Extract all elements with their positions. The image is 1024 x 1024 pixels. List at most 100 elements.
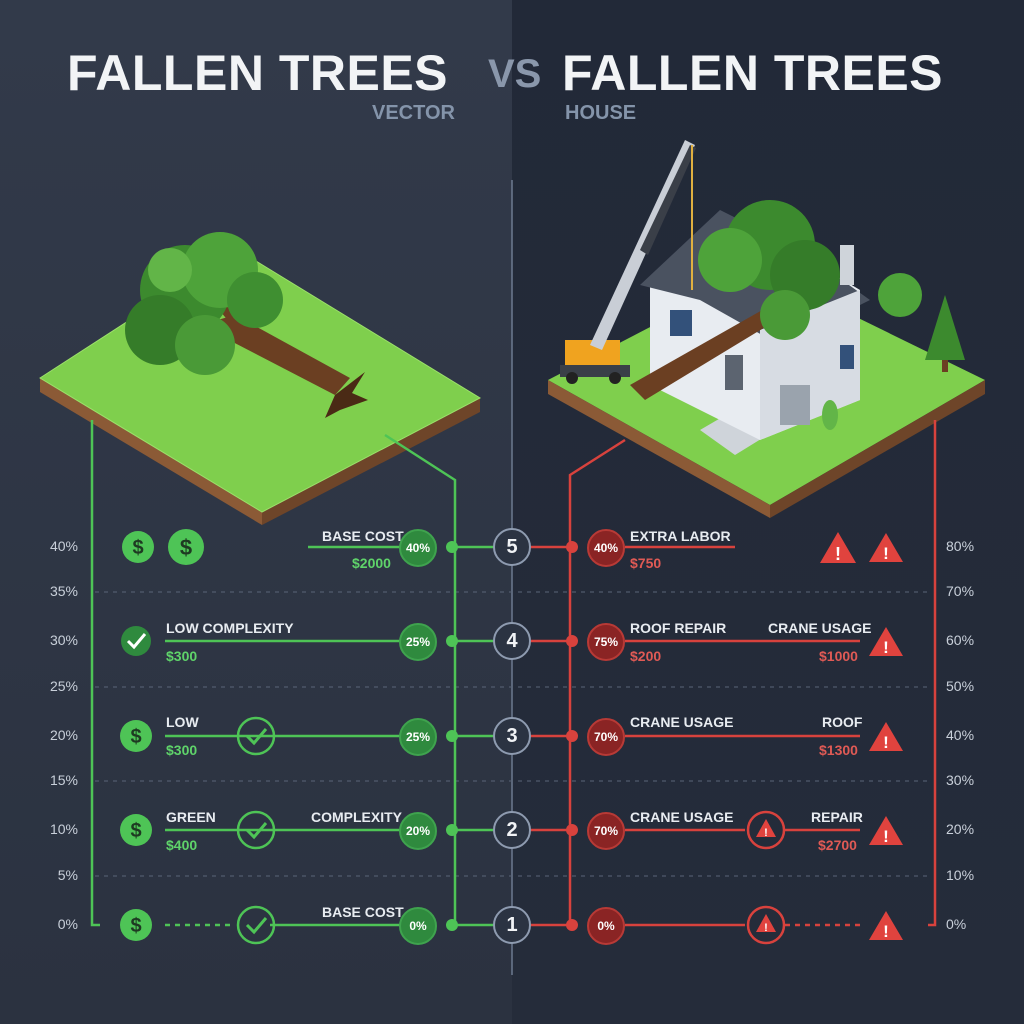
dollar-icons: $ $ $ $ $ [120,529,204,941]
dollar-icon: $ [120,720,152,752]
step-number: 4 [493,622,531,660]
left-connector-dots [446,541,458,931]
warning-circle-icon: ! [746,905,786,945]
axis-label-right: 70% [946,583,975,599]
right-row-label-secondary: CRANE USAGE [768,620,872,636]
right-percent-badge: 0% [587,907,625,945]
svg-text:!: ! [883,733,889,752]
axis-label-left: 15% [49,772,78,788]
dollar-icon: $ [120,814,152,846]
axis-label-right: 60% [946,632,975,648]
left-percent-badge: 40% [399,529,437,567]
right-row-value-secondary: $1300 [819,742,858,758]
right-connector-dots [566,541,578,931]
axis-label-left: 0% [57,916,78,932]
dollar-icon: $ [168,529,204,565]
fallen-tree-lawn-illustration [39,232,482,525]
warning-icon: ! [869,816,903,846]
check-icon [121,626,151,656]
vs-label: VS [488,52,542,96]
axis-label-left: 40% [49,538,78,554]
right-row-value: $200 [630,648,662,664]
gridlines [95,591,930,877]
check-circle-icon [236,810,276,850]
axis-label-left: 5% [57,867,78,883]
warning-icon: ! [869,722,903,752]
axis-label-right: 10% [946,867,975,883]
left-percent-badge: 25% [399,718,437,756]
right-percent-badge: 70% [587,812,625,850]
svg-text:!: ! [883,922,889,941]
svg-text:$: $ [130,726,141,748]
axis-label-left: 10% [49,821,78,837]
right-row-label: CRANE USAGE [630,714,734,730]
left-row-label-secondary: COMPLEXITY [311,809,403,825]
left-connector-lines [90,420,497,927]
left-percent-badge: 20% [399,812,437,850]
right-row-label-secondary: REPAIR [811,809,863,825]
left-row-label: LOW [166,714,199,730]
right-connector-lines [527,420,937,927]
warning-circle-icon: ! [746,810,786,850]
dollar-icon: $ [122,531,154,563]
left-row-label: BASE COST [322,904,404,920]
svg-text:!: ! [764,922,768,934]
axis-label-left: 20% [49,727,78,743]
svg-text:!: ! [883,827,889,846]
left-row-value: $400 [166,837,198,853]
axis-label-right: 80% [946,538,975,554]
dollar-icon: $ [120,909,152,941]
axis-label-left: 35% [49,583,78,599]
svg-text:!: ! [764,827,768,839]
subtitle-right: HOUSE [565,102,637,124]
right-row-label: EXTRA LABOR [630,528,731,544]
axis-label-left: 30% [49,632,78,648]
warning-icon: ! [869,627,903,657]
check-circle-icon [236,716,276,756]
right-row-label-secondary: ROOF [822,714,863,730]
step-number: 3 [493,717,531,755]
left-percent-badge: 25% [399,623,437,661]
left-row-value: $2000 [352,555,391,571]
right-row-label: CRANE USAGE [630,809,734,825]
right-percent-badge: 70% [587,718,625,756]
axis-label-right: 50% [946,678,975,694]
step-number: 1 [493,906,531,944]
axis-label-right: 20% [946,821,975,837]
svg-text:$: $ [130,820,141,842]
axis-label-right: 40% [946,727,975,743]
step-number: 2 [493,811,531,849]
right-row-value: $750 [630,555,662,571]
right-percent-badge: 40% [587,529,625,567]
svg-text:!: ! [835,544,841,564]
title-left: FALLEN TREES [67,45,449,101]
right-percent-badge: 75% [587,623,625,661]
left-row-label: LOW COMPLEXITY [166,620,294,636]
svg-text:$: $ [132,537,143,559]
left-row-value: $300 [166,648,198,664]
axis-label-left: 25% [49,678,78,694]
house-crane-illustration [548,140,985,518]
warning-icon: ! [869,911,903,941]
svg-text:!: ! [883,544,889,563]
left-row-label: GREEN [166,809,216,825]
svg-text:!: ! [883,638,889,657]
check-circle-icon [236,905,276,945]
left-row-label: BASE COST [322,528,404,544]
right-row-label: ROOF REPAIR [630,620,727,636]
warning-icon: ! [820,532,856,564]
step-number: 5 [493,528,531,566]
warning-icons: ! ! ! ! ! ! ! ! [746,532,903,945]
warning-icon: ! [869,533,903,563]
check-icons [121,626,276,945]
left-row-value: $300 [166,742,198,758]
left-percent-badge: 0% [399,907,437,945]
title-right: FALLEN TREES [562,45,944,101]
right-row-value-secondary: $2700 [818,837,857,853]
axis-label-right: 30% [946,772,975,788]
right-row-value-secondary: $1000 [819,648,858,664]
axis-label-right: 0% [946,916,967,932]
svg-text:$: $ [130,915,141,937]
svg-text:$: $ [180,535,192,560]
